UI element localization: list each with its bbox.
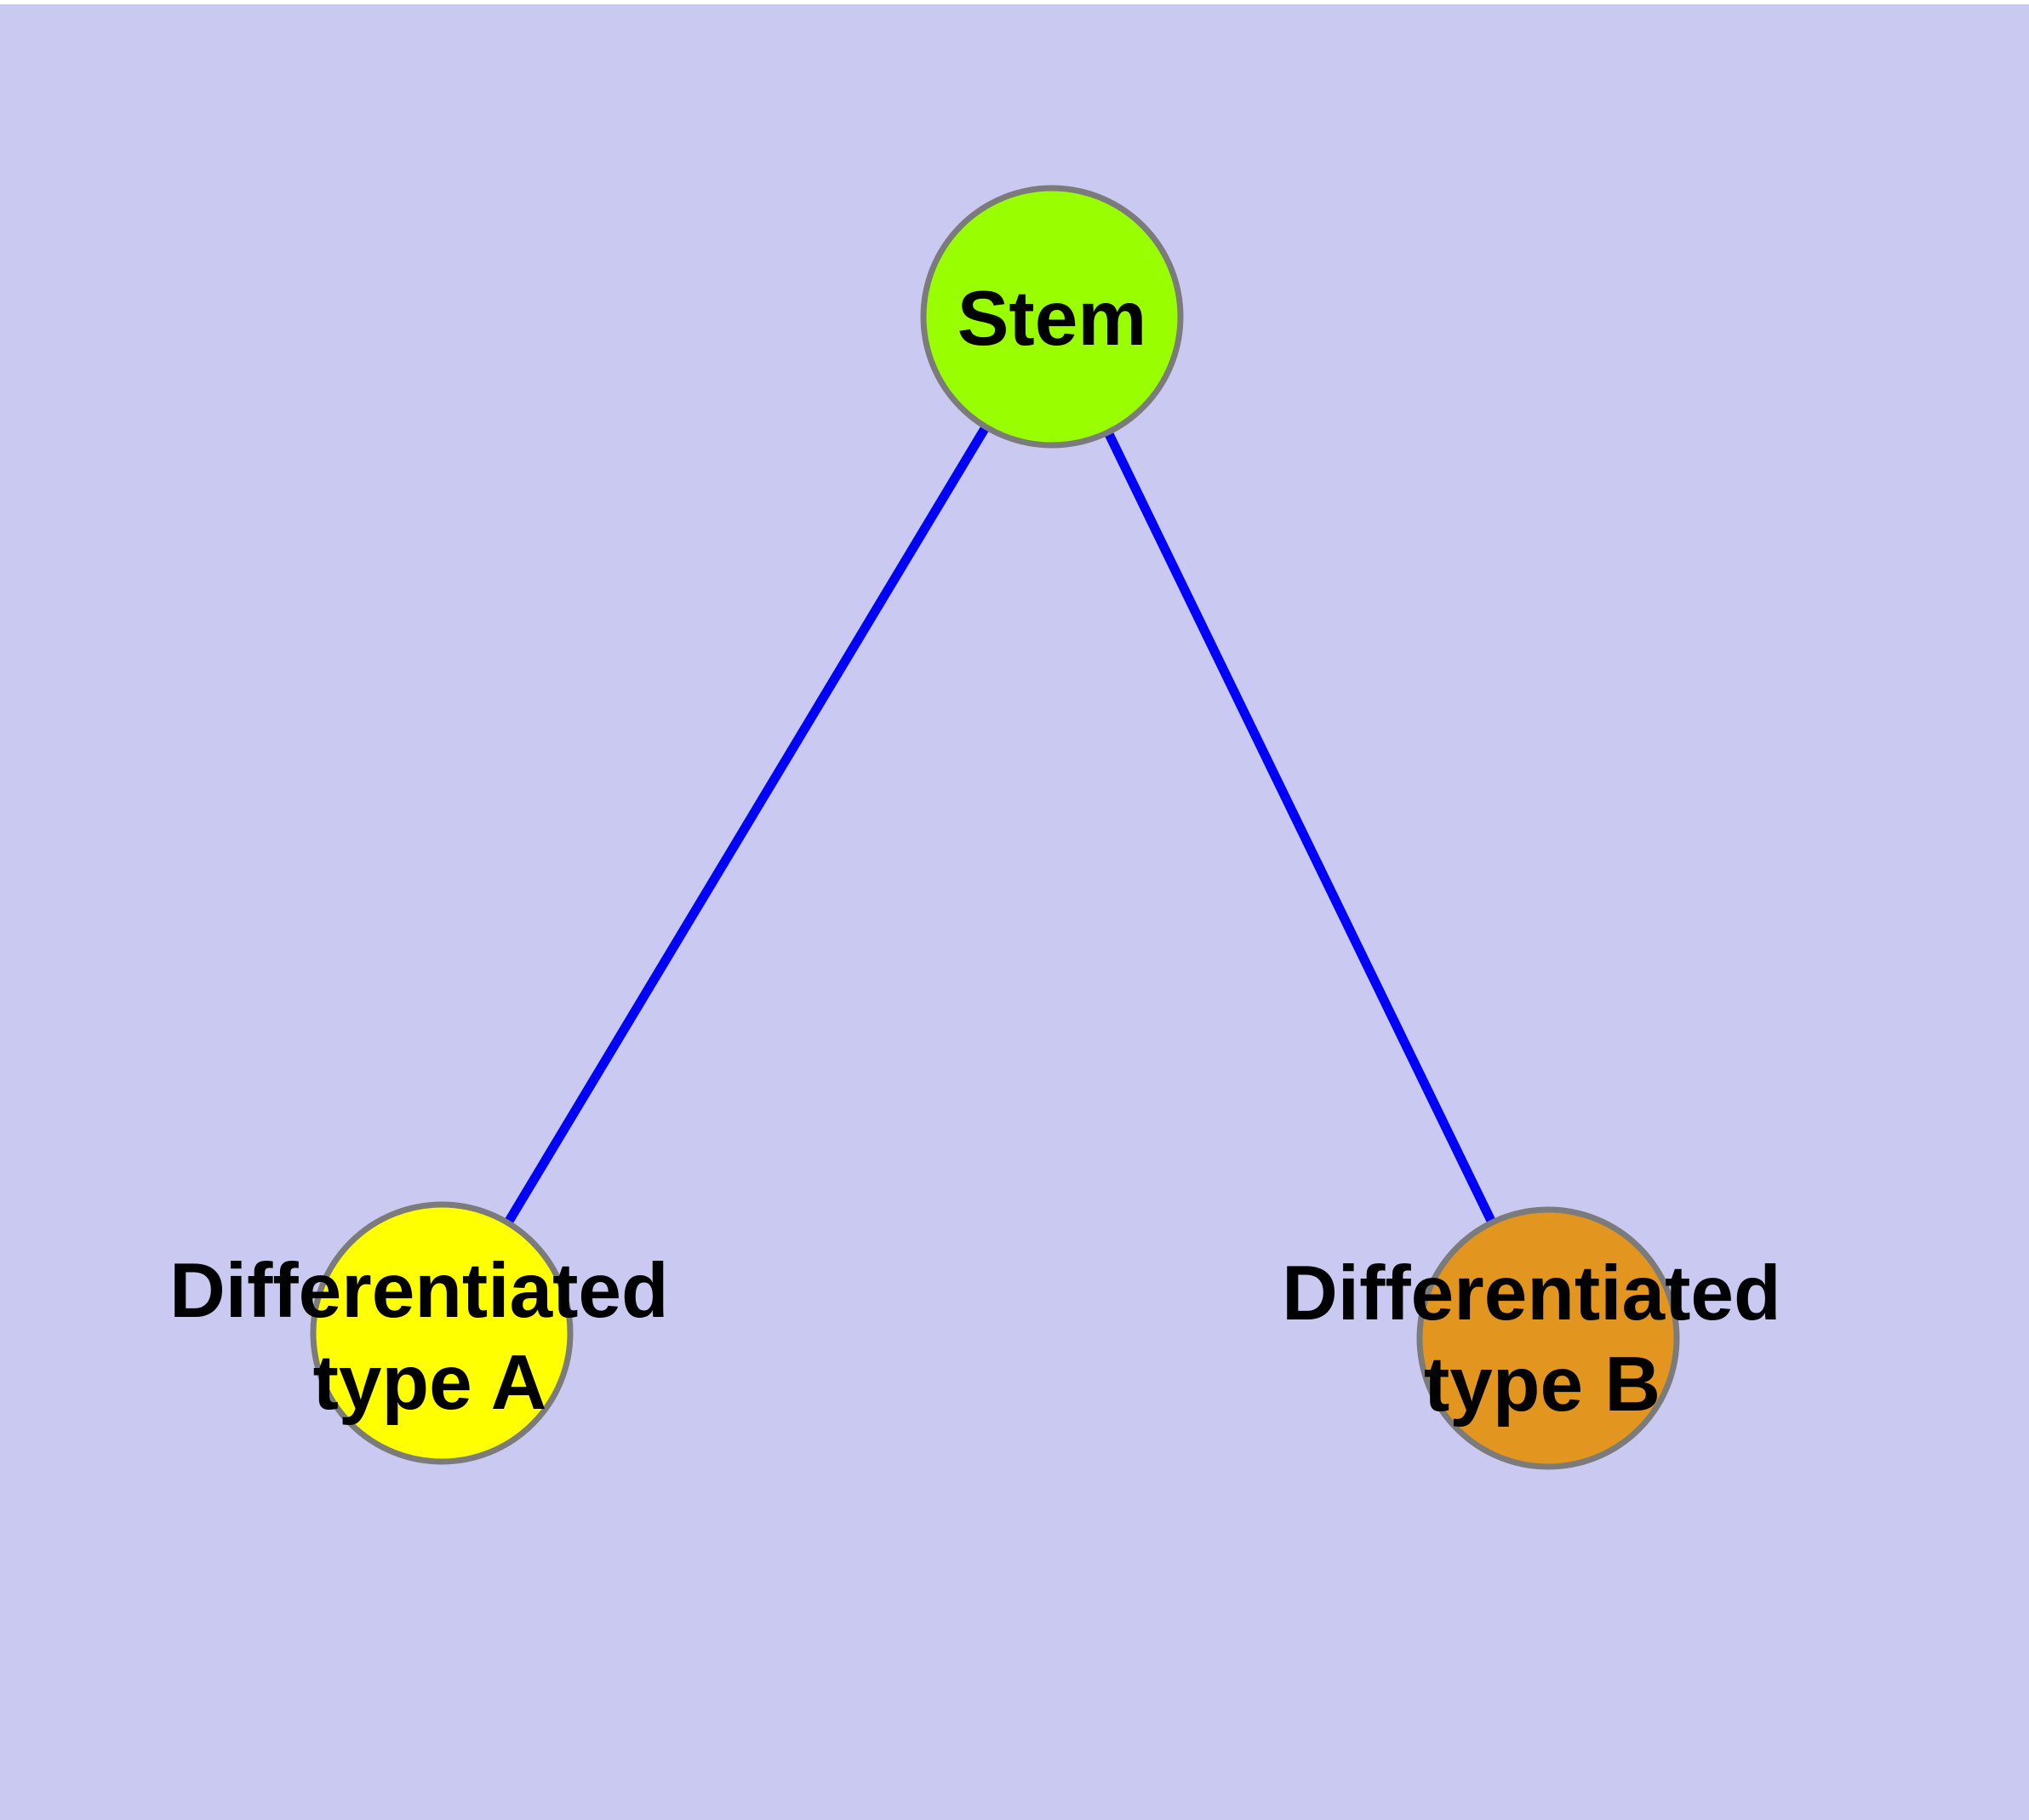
edge-stem-to-typeA (437, 314, 1056, 1336)
node-typeB-label-line1: Differentiated (1282, 1251, 1781, 1336)
node-typeA-circle (310, 1201, 574, 1465)
node-typeB-circle (1416, 1206, 1680, 1470)
node-typeB-label: Differentiated type B (1282, 1251, 1803, 1428)
edge-stem-to-typeB (1048, 314, 1552, 1341)
node-typeB-label-line2: type B (1424, 1342, 1660, 1428)
node-typeA-label: Differentiated type A (169, 1248, 690, 1426)
node-typeA-label-line1: Differentiated (169, 1248, 669, 1334)
node-stem-circle (920, 185, 1184, 449)
node-typeA-label-line2: type A (313, 1340, 547, 1426)
node-stem-label: Stem (957, 276, 1147, 362)
